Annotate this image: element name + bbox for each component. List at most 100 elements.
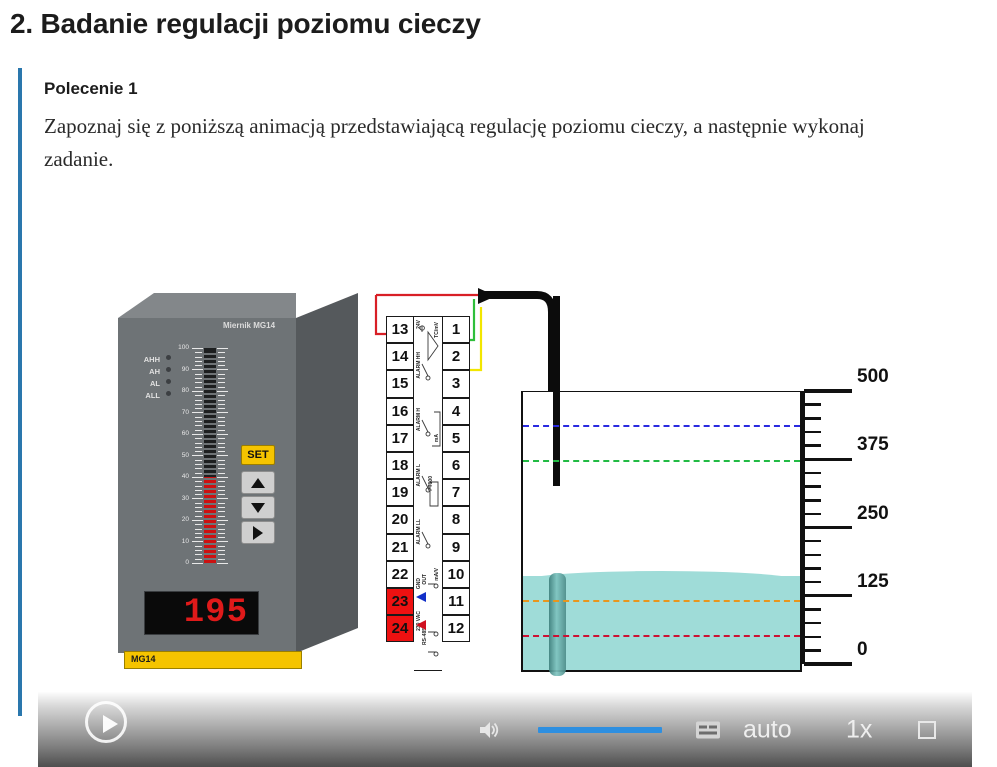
scale-tick-minor bbox=[804, 417, 821, 420]
bargraph-tick-minor bbox=[218, 421, 225, 423]
play-button[interactable] bbox=[85, 701, 127, 743]
bargraph-tick-minor bbox=[218, 459, 225, 461]
bargraph-tick-major bbox=[192, 562, 203, 564]
bargraph-tick-major bbox=[217, 519, 228, 521]
bargraph-tick-minor bbox=[218, 489, 225, 491]
meter-top-face bbox=[118, 293, 296, 318]
bargraph-tick-minor bbox=[218, 472, 225, 474]
terminal-schematic bbox=[419, 325, 441, 657]
bargraph-tick-minor bbox=[218, 356, 225, 358]
fullscreen-icon[interactable] bbox=[918, 720, 936, 739]
meter-badge: MG14 bbox=[124, 651, 302, 669]
bargraph-segment bbox=[204, 373, 216, 375]
bargraph-tick-minor bbox=[218, 554, 225, 556]
right-arrow-button[interactable] bbox=[241, 521, 275, 544]
bargraph-tick-minor bbox=[218, 464, 225, 466]
fullscreen-corner-bl bbox=[918, 729, 927, 739]
setpoint-line-alarm-l bbox=[523, 599, 800, 602]
volume-slider[interactable] bbox=[538, 726, 662, 733]
task-block: Polecenie 1 Zapoznaj się z poniższą anim… bbox=[18, 68, 958, 716]
triangle-up-icon bbox=[251, 477, 265, 488]
bargraph-tick-minor bbox=[195, 408, 202, 410]
bargraph-segment bbox=[204, 398, 216, 400]
terminal-16: 16 bbox=[386, 397, 414, 425]
captions-icon[interactable] bbox=[696, 721, 720, 738]
scale-tick-minor bbox=[804, 444, 821, 447]
bargraph-tick-major bbox=[217, 369, 228, 371]
terminal-21: 21 bbox=[386, 533, 414, 561]
bargraph-tick-minor bbox=[218, 378, 225, 380]
playback-speed-selector[interactable]: 1x bbox=[846, 715, 873, 743]
terminal-11: 11 bbox=[442, 588, 470, 616]
scale-label-0: 0 bbox=[857, 639, 868, 660]
bargraph-tick-minor bbox=[195, 472, 202, 474]
bargraph-segment bbox=[204, 463, 216, 465]
bargraph-tick-minor bbox=[218, 408, 225, 410]
bargraph-scale-label: 90 bbox=[181, 365, 189, 373]
bargraph-segment bbox=[204, 358, 216, 360]
scale-tick-minor bbox=[804, 608, 821, 611]
up-arrow-button[interactable] bbox=[241, 471, 275, 494]
led-label-ah: AH bbox=[149, 367, 160, 376]
terminal-7: 7 bbox=[442, 479, 470, 507]
bargraph-segment bbox=[204, 468, 216, 470]
terminal-4: 4 bbox=[442, 397, 470, 425]
bargraph-tick-minor bbox=[195, 507, 202, 509]
meter-brand-label: Miernik MG14 bbox=[223, 321, 276, 330]
bargraph-tick-major bbox=[192, 433, 203, 435]
bargraph-tick-minor bbox=[195, 459, 202, 461]
led-dot-ahh bbox=[166, 355, 171, 360]
bargraph-tick-major bbox=[192, 347, 203, 349]
bargraph-tick-minor bbox=[218, 352, 225, 354]
bargraph-segment bbox=[204, 508, 216, 510]
mains-arrows bbox=[416, 592, 426, 630]
bargraph-tick-minor bbox=[195, 438, 202, 440]
bargraph-segment bbox=[204, 353, 216, 355]
bargraph-scale-label: 30 bbox=[181, 494, 189, 502]
triangle-right-icon bbox=[253, 525, 263, 540]
bargraph-scale-label: 20 bbox=[181, 516, 189, 523]
volume-icon[interactable] bbox=[478, 719, 500, 741]
bargraph-segment bbox=[204, 418, 216, 420]
bargraph-scale-label: 0 bbox=[185, 559, 189, 566]
video-player-controls: auto 1x bbox=[38, 692, 972, 767]
bargraph-tick-minor bbox=[195, 442, 202, 444]
bargraph-tick-minor bbox=[218, 365, 225, 367]
bargraph-tick-major bbox=[217, 541, 228, 543]
terminal-6: 6 bbox=[442, 452, 470, 480]
bargraph-segment bbox=[204, 408, 216, 410]
bargraph-segment bbox=[204, 458, 216, 460]
liquid-tank bbox=[521, 296, 802, 676]
bargraph-tick-minor bbox=[195, 403, 202, 405]
bargraph-tick-minor bbox=[218, 403, 225, 405]
bargraph-segment bbox=[204, 483, 216, 485]
bargraph-segment bbox=[204, 378, 216, 380]
scale-label-250: 250 bbox=[857, 502, 889, 524]
down-arrow-button[interactable] bbox=[241, 496, 275, 519]
scale-label-125: 125 bbox=[857, 570, 889, 592]
bargraph-tick-minor bbox=[195, 356, 202, 358]
bargraph-segment bbox=[204, 493, 216, 495]
bargraph-tick-minor bbox=[218, 558, 225, 560]
terminal-10: 10 bbox=[442, 560, 470, 588]
bargraph-tick-minor bbox=[195, 429, 202, 431]
liquid-surface bbox=[523, 570, 800, 581]
fullscreen-corner-tr bbox=[927, 720, 936, 730]
terminal-13: 13 bbox=[386, 316, 414, 344]
terminal-23: 23 bbox=[386, 588, 414, 616]
bargraph-tick-minor bbox=[218, 395, 225, 397]
bargraph-tick-major bbox=[217, 390, 228, 392]
quality-selector[interactable]: auto bbox=[743, 715, 792, 743]
bargraph-tick-major bbox=[217, 455, 228, 457]
bargraph-segment bbox=[204, 438, 216, 440]
scale-tick-major bbox=[804, 594, 852, 598]
terminal-2: 2 bbox=[442, 343, 470, 371]
set-button[interactable]: SET bbox=[241, 445, 275, 465]
bargraph-tick-minor bbox=[195, 365, 202, 367]
bargraph-tick-minor bbox=[218, 550, 225, 552]
led-dot-all bbox=[166, 391, 171, 396]
bargraph-tick-minor bbox=[218, 416, 225, 418]
bargraph-tick-major bbox=[217, 476, 228, 478]
bargraph-segment bbox=[204, 488, 216, 490]
bargraph-tick-major bbox=[192, 476, 203, 478]
